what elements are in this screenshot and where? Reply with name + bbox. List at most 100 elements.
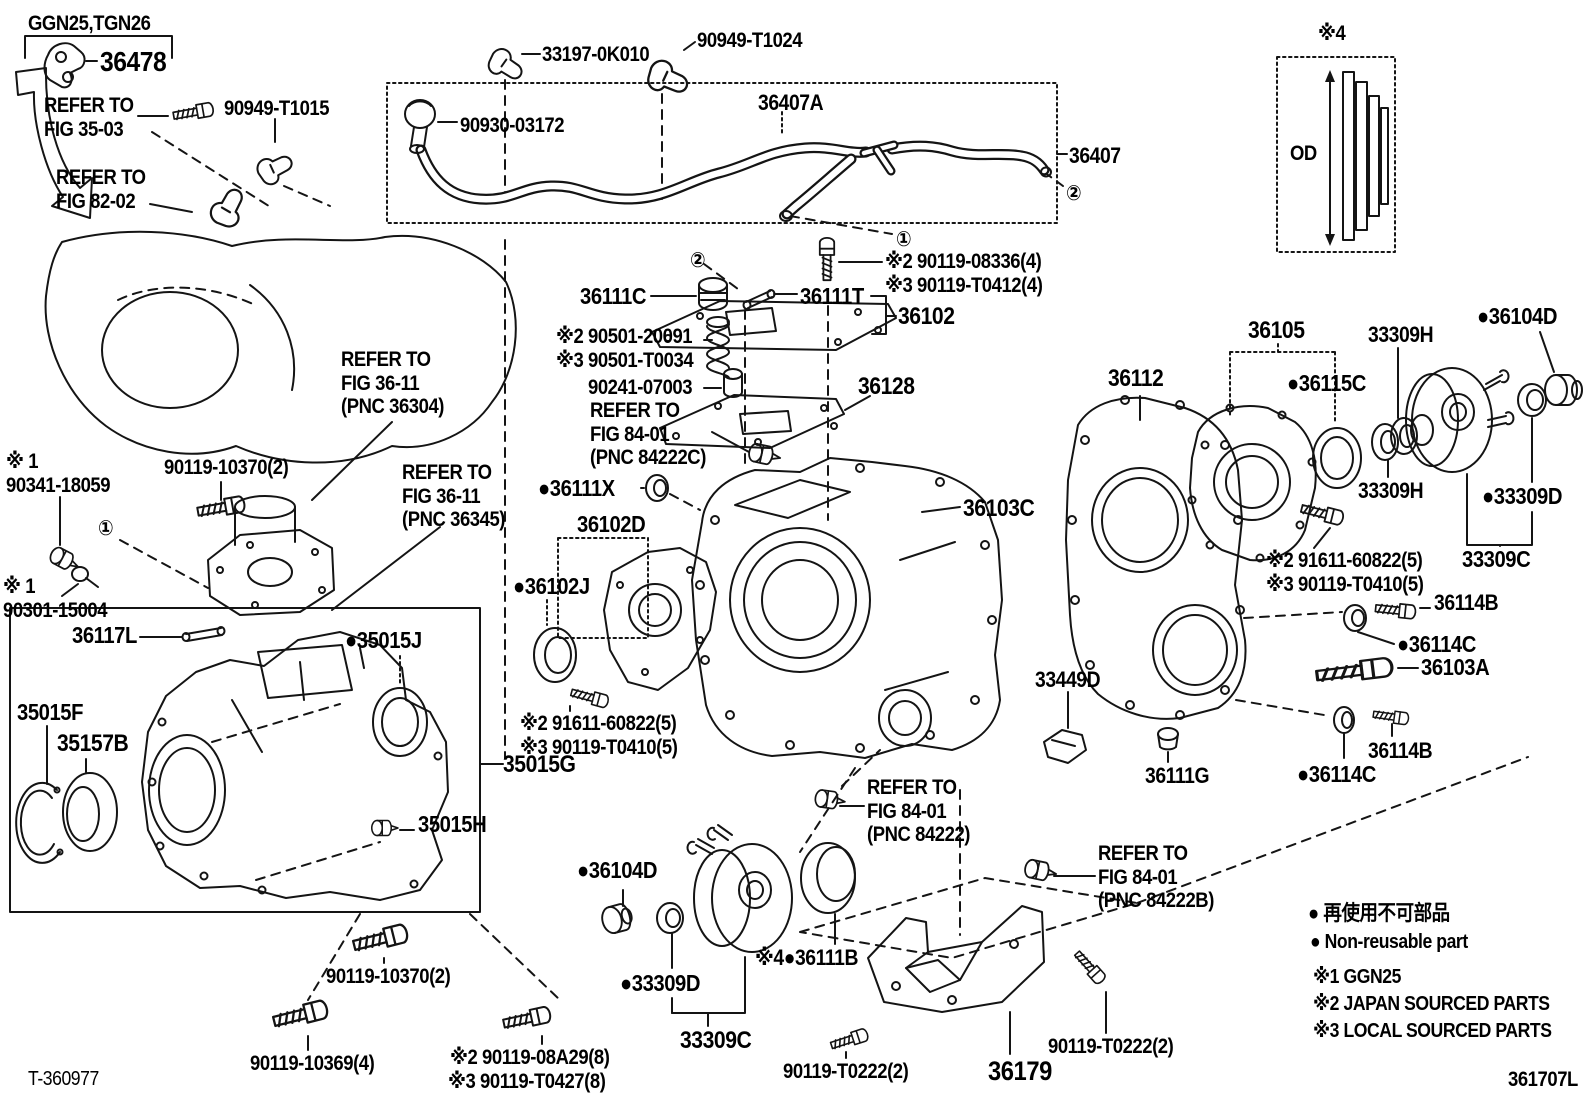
- part-36104D-bottom: ●36104D: [577, 857, 658, 883]
- note-91611-60822-right: ※2 91611-60822(5): [1266, 549, 1423, 572]
- ref-fig-35-03: REFER TO FIG 35-03: [44, 94, 134, 141]
- direction-arrow: [15, 67, 93, 219]
- ref-fig-36-11-b: REFER TO FIG 36-11 (PNC 36345): [402, 461, 506, 532]
- bolt-36114B-top: [1374, 600, 1431, 620]
- note-90301-15004: ※ 1 90301-15004: [3, 575, 108, 622]
- part-36111T: 36111T: [800, 283, 864, 309]
- part-90119-T0222-right: 90119-T0222(2): [1048, 1035, 1174, 1058]
- callout-2-mid: ②: [690, 249, 706, 272]
- pin-36117L: [139, 626, 226, 642]
- part-35015H: 35015H: [418, 811, 487, 837]
- plug-90241-07003: [703, 368, 743, 398]
- ref-fig-84-01-c: REFER TO FIG 84-01 (PNC 84222C): [590, 399, 706, 470]
- sensor-84222B: [1022, 857, 1096, 884]
- extension-housing-35015G: [141, 631, 449, 901]
- part-36114C-bottom: ●36114C: [1297, 761, 1376, 787]
- part-36111B: ※4●36111B: [755, 945, 859, 970]
- bolt-36103A: [1314, 655, 1419, 687]
- part-90949-T1024: 90949-T1024: [697, 29, 803, 52]
- part-90119-10369: 90119-10369(4): [250, 1052, 375, 1075]
- part-36179: 36179: [988, 1056, 1052, 1086]
- note-90341-18059: ※ 1 90341-18059: [6, 450, 111, 497]
- part-36103C: 36103C: [963, 495, 1035, 522]
- ref-fig-36-11-a: REFER TO FIG 36-11 (PNC 36304): [341, 348, 445, 419]
- part-33309H-bottom: 33309H: [1358, 478, 1424, 503]
- nut-36104D-right: [1539, 331, 1583, 406]
- part-35015F: 35015F: [17, 699, 84, 725]
- part-36102: 36102: [898, 303, 955, 330]
- retainer-box-36102D: [533, 537, 717, 712]
- bracket-36179: [799, 756, 1529, 1059]
- note-90119-T0410-right: ※3 90119-T0410(5): [1266, 573, 1424, 596]
- transfer-case-36103C: [691, 457, 1003, 853]
- ring-36111X: [640, 474, 701, 511]
- note-90119-08A29: ※2 90119-08A29(8): [450, 1046, 610, 1069]
- part-36407A: 36407A: [758, 90, 824, 115]
- clamp-33197-0K010: [485, 45, 541, 206]
- ref-35-03-bolt: [137, 101, 273, 209]
- part-33309C-right: 33309C: [1462, 546, 1531, 572]
- cover-plate-36102: [651, 300, 897, 351]
- part-90119-T0222-left: 90119-T0222(2): [783, 1060, 909, 1083]
- gasket-36128: [659, 394, 871, 449]
- part-36114B-bottom: 36114B: [1368, 738, 1433, 763]
- part-36478: 36478: [100, 46, 167, 77]
- od-box: [1276, 56, 1396, 253]
- part-36407: 36407: [1069, 143, 1121, 168]
- callout-1-left: ①: [98, 517, 114, 540]
- part-36111X: ●36111X: [538, 475, 615, 501]
- variant-note: GGN25,TGN26: [28, 12, 151, 35]
- callout-2-top: ②: [1066, 182, 1082, 205]
- hose-connector-36407A: [781, 111, 899, 176]
- part-36102D: 36102D: [577, 511, 646, 537]
- ring-36114C-top: [1243, 604, 1395, 645]
- ref-fig-84-01-a: REFER TO FIG 84-01 (PNC 84222): [867, 776, 971, 847]
- snap-ring-35015F: [15, 725, 64, 864]
- ref-fig-84-01-b: REFER TO FIG 84-01 (PNC 84222B): [1098, 842, 1214, 913]
- part-36105: 36105: [1248, 317, 1305, 344]
- seal-35015J: [372, 655, 428, 757]
- part-36114B-top: 36114B: [1434, 590, 1499, 615]
- figure-code: 361707L: [1508, 1068, 1578, 1091]
- extension-housing-box: [9, 607, 504, 913]
- part-35015J: ●35015J: [345, 627, 422, 653]
- bolt-90119-08336: [818, 236, 883, 521]
- bolt-90119-10370-top: [195, 481, 247, 521]
- plug-90341-18059: [46, 496, 83, 576]
- plug-35015H: [371, 819, 415, 837]
- note-90119-T0427: ※3 90119-T0427(8): [448, 1070, 606, 1093]
- seal-36115C: [1312, 427, 1362, 489]
- nut-36104D-bottom: [598, 889, 636, 937]
- part-36128: 36128: [858, 373, 915, 400]
- part-36102J: ●36102J: [513, 573, 590, 599]
- part-33309C-bottom: 33309C: [680, 1027, 752, 1054]
- part-90930-03172: 90930-03172: [460, 114, 565, 137]
- bolt-36114B-bottom: [1371, 707, 1410, 737]
- plug-35157B: [62, 758, 118, 852]
- part-36111G: 36111G: [1145, 763, 1210, 788]
- bearing-36111B: [800, 842, 856, 945]
- plug-90301-15004: [61, 539, 209, 597]
- part-33197-0K010: 33197-0K010: [542, 43, 650, 66]
- clamp-82-02: [149, 186, 250, 232]
- part-33309D-right: ●33309D: [1482, 483, 1563, 509]
- part-90119-10370-top: 90119-10370(2): [164, 456, 289, 479]
- sensor-84222A: [813, 749, 881, 812]
- part-33309D-bottom: ●33309D: [620, 970, 701, 996]
- part-36104D-right: ●36104D: [1477, 303, 1558, 329]
- note-91611-60822-mid: ※2 91611-60822(5): [520, 712, 677, 735]
- clamp-90949-T1024: [641, 41, 696, 201]
- hub-33309C-right: [1405, 367, 1533, 547]
- part-36115C: ●36115C: [1287, 370, 1366, 396]
- case-cover-36105: [1187, 343, 1336, 563]
- front-case-36112: [1065, 395, 1247, 720]
- transmission-housing-outline: [44, 230, 517, 464]
- housing-bolts-bottom: [270, 913, 561, 1051]
- rings-33309H: [1371, 347, 1434, 478]
- part-33309H-top: 33309H: [1368, 322, 1434, 347]
- hub-33309C-bottom: [671, 824, 793, 1027]
- sensor-84222C: [711, 431, 783, 468]
- legend-note-1: ※1 GGN25: [1313, 966, 1401, 988]
